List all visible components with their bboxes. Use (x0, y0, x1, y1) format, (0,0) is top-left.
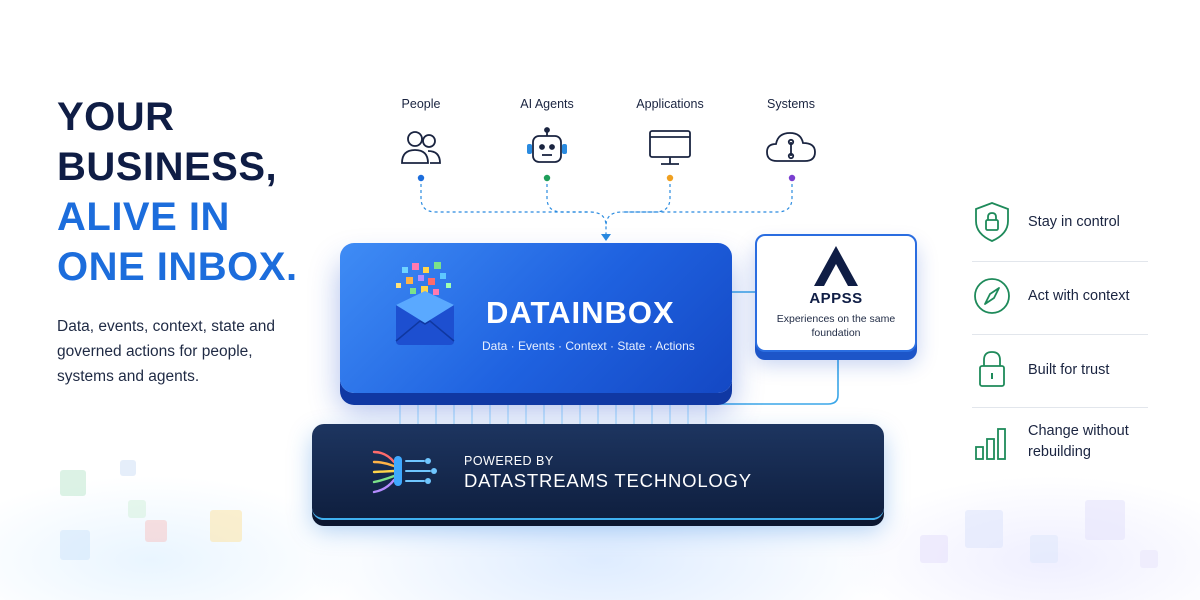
cloud-icon (766, 132, 816, 162)
headline-line-2: BUSINESS, (57, 145, 278, 189)
decor-cube (920, 535, 948, 563)
source-systems: Systems (731, 97, 851, 169)
decor-cube (1085, 500, 1125, 540)
source-people: People (361, 97, 481, 169)
systems-dot (788, 174, 796, 182)
datainbox-title: DATAINBOX (486, 295, 675, 330)
headline: YOUR BUSINESS, ALIVE IN ONE INBOX. (57, 92, 298, 292)
padlock-icon (979, 351, 1005, 387)
source-label: People (401, 97, 441, 111)
decor-cube (60, 530, 90, 560)
decor-cube (965, 510, 1003, 548)
feature-label: Change without rebuilding (1028, 423, 1129, 460)
appss-logo-icon (814, 246, 858, 286)
robot-icon (527, 127, 567, 163)
feature-label: Stay in control (1028, 213, 1120, 230)
feature-stay-in-control: Stay in control (972, 202, 1150, 242)
applications-dot (666, 174, 674, 182)
flow-arrowhead (601, 234, 611, 241)
envelope-icon (395, 262, 455, 345)
feature-divider (972, 407, 1148, 408)
datainbox-card: DATAINBOX Data · Events · Context · Stat… (340, 243, 732, 393)
headline-line-4: ONE INBOX. (57, 245, 298, 289)
decor-cube (128, 500, 146, 518)
feature-built-for-trust: Built for trust (972, 350, 1150, 390)
bar-chart-icon (975, 428, 1006, 460)
decor-cube (145, 520, 167, 542)
feature-act-with-context: Act with context (972, 276, 1150, 316)
compass-icon (974, 278, 1010, 314)
stream-lines (399, 402, 707, 424)
feature-label: Act with context (1028, 287, 1130, 304)
datainbox-subtitle: Data · Events · Context · State · Action… (482, 339, 695, 353)
headline-line-3: ALIVE IN (57, 195, 230, 239)
source-ai-agents: AI Agents (487, 97, 607, 169)
people-dot (417, 174, 425, 182)
datastreams-powered-by: POWERED BY (464, 454, 554, 468)
datastreams-icon (372, 450, 437, 494)
shield-lock-icon (975, 202, 1009, 242)
decor-cube (120, 460, 136, 476)
monitor-icon (649, 130, 691, 165)
datastreams-technology: DATASTREAMS TECHNOLOGY (464, 470, 752, 491)
data-pixels (396, 262, 451, 295)
appss-subtitle: Experiences on the same foundation (776, 313, 896, 339)
decor-cube (60, 470, 86, 496)
dashed-flow-lines (420, 178, 793, 236)
source-label: Systems (767, 97, 815, 111)
source-label: AI Agents (520, 97, 574, 111)
feature-change-without-rebuilding: Change without rebuilding (972, 422, 1150, 462)
feature-divider (972, 261, 1148, 262)
appss-title: APPSS (809, 290, 863, 307)
agents-dot (543, 174, 551, 182)
feature-label: Built for trust (1028, 361, 1110, 378)
decor-cube (1030, 535, 1058, 563)
subtext: Data, events, context, state and governe… (57, 318, 275, 385)
decor-cube (1140, 550, 1158, 568)
people-icon (401, 131, 441, 164)
source-label: Applications (636, 97, 704, 111)
datastreams-card: POWERED BY DATASTREAMS TECHNOLOGY (312, 424, 884, 520)
feature-divider (972, 334, 1148, 335)
appss-card: APPSS Experiences on the same foundation (755, 234, 917, 352)
source-applications: Applications (610, 97, 730, 169)
headline-line-1: YOUR (57, 95, 175, 139)
decor-cube (210, 510, 242, 542)
